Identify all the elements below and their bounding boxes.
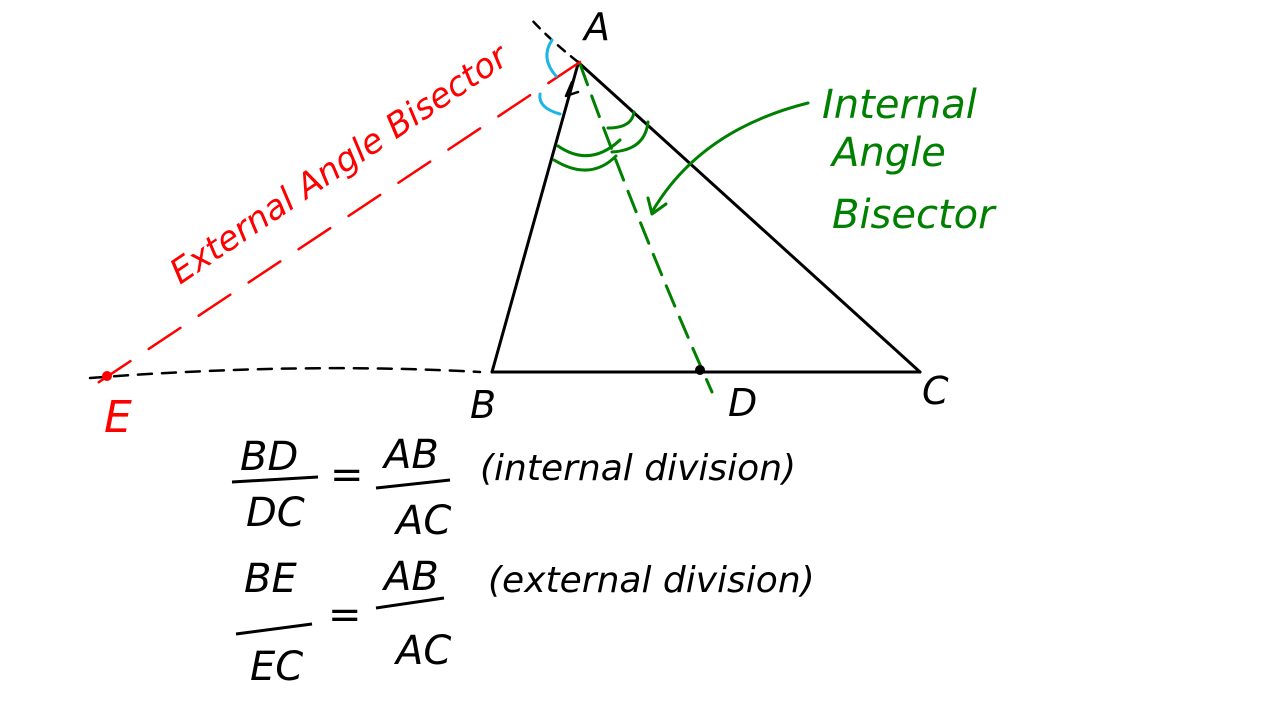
- internal-label-line1: Internal: [822, 82, 977, 128]
- formula-1-equals: =: [330, 452, 364, 498]
- formula-external: BE EC = AB AC (external division): [235, 554, 815, 690]
- point-e: [102, 371, 112, 381]
- formula-2-note: (external division): [488, 560, 815, 601]
- internal-angle-mark-4: [606, 110, 636, 130]
- point-d: [695, 365, 705, 375]
- internal-angle-mark-1: [556, 138, 622, 158]
- external-bisector-label: External Angle Bisector: [163, 35, 517, 292]
- formula-2-rhs-numerator: AB: [381, 554, 439, 600]
- formula-1-numerator: BD: [240, 434, 298, 480]
- right-angle-mark: [564, 80, 580, 98]
- ca-extension: [528, 16, 580, 64]
- label-a: A: [581, 5, 610, 49]
- internal-label-line3: Bisector: [832, 192, 997, 238]
- formula-1-denominator: DC: [246, 490, 305, 536]
- internal-label-line2: Angle: [829, 130, 946, 176]
- label-b: B: [470, 383, 496, 427]
- label-e: E: [104, 392, 132, 443]
- formula-2-denominator: EC: [250, 644, 303, 690]
- external-bisector-line: [88, 60, 582, 390]
- external-angle-mark-1: [545, 38, 558, 78]
- formula-1-rhs-numerator: AB: [381, 432, 439, 478]
- formula-2-rhs-denominator: AC: [393, 628, 451, 674]
- side-ab: [490, 62, 580, 374]
- arrow-head-icon: [646, 196, 668, 216]
- bc-extension: [88, 366, 482, 380]
- formula-1-note: (internal division): [480, 448, 796, 489]
- formula-internal: BD DC = AB AC (internal division): [231, 432, 796, 544]
- label-d: D: [728, 381, 757, 425]
- internal-angle-mark-3: [610, 120, 650, 154]
- internal-angle-mark-2: [552, 154, 618, 172]
- formula-2-numerator: BE: [244, 556, 297, 602]
- label-c: C: [922, 369, 949, 413]
- formula-1-rhs-denominator: AC: [393, 498, 451, 544]
- internal-bisector-line: [578, 62, 714, 394]
- arrow-icon: [650, 101, 810, 214]
- external-angle-mark-2: [538, 92, 562, 116]
- formula-2-equals: =: [328, 592, 362, 638]
